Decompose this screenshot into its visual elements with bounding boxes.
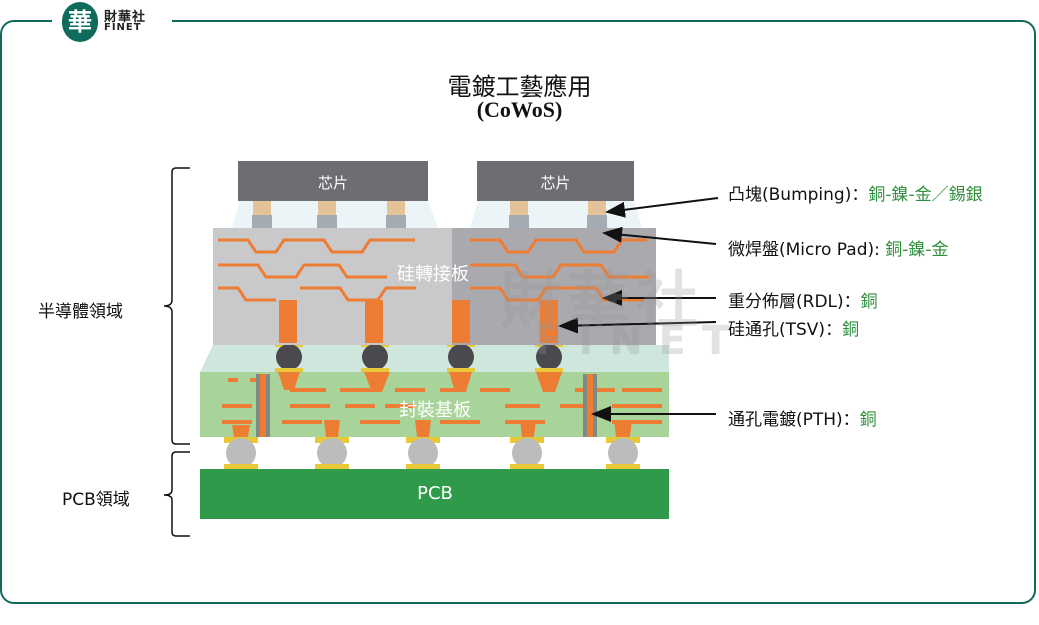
pth-vias — [256, 374, 597, 437]
substrate-bump-pads — [232, 372, 632, 437]
tsv — [365, 300, 383, 343]
callout-pth-label: 通孔電鍍(PTH)： — [728, 410, 860, 430]
region-pcb: PCB領域 — [62, 490, 130, 510]
callout-pth: 通孔電鍍(PTH)：銅 — [728, 405, 877, 430]
chip-right — [477, 161, 634, 201]
watermark-text-cn: 財華社 — [500, 264, 705, 337]
callout-tsv-label: 硅通孔(TSV)： — [728, 320, 843, 340]
solder-ball — [606, 437, 640, 469]
pth-via — [260, 374, 266, 437]
callout-micro-pad: 微焊盤(Micro Pad): 銅-鎳-金 — [728, 235, 949, 260]
region-semiconductor: 半導體領域 — [38, 302, 123, 322]
arrow-bumping — [605, 197, 719, 218]
tsv — [279, 300, 297, 343]
callout-rdl-value: 銅 — [860, 292, 878, 312]
finet-logo: 華 財華社 FINET — [52, 0, 172, 44]
callout-rdl: 重分佈層(RDL)：銅 — [728, 287, 878, 312]
callout-bumping: 凸塊(Bumping)：銅-鎳-金／錫銀 — [728, 180, 983, 205]
callout-bumping-value: 銅-鎳-金／錫銀 — [868, 185, 983, 205]
callout-arrows — [558, 197, 719, 422]
callout-micro-pad-value: 銅-鎳-金 — [885, 240, 949, 260]
chip-left-label: 芯片 — [317, 174, 348, 192]
logo-name-en: FINET — [104, 22, 142, 33]
solder-ball — [510, 437, 544, 469]
bottom-solder-balls — [224, 437, 640, 469]
callout-micro-pad-label: 微焊盤(Micro Pad): — [728, 240, 886, 260]
tsv — [452, 300, 470, 343]
solder-ball — [406, 437, 440, 469]
diagram-title: 電鍍工藝應用 — [447, 73, 592, 101]
pth-via — [587, 374, 593, 437]
pcb-brace — [163, 451, 190, 537]
solder-ball — [224, 437, 258, 469]
pcb-layer — [200, 469, 669, 519]
chip-right-label: 芯片 — [540, 174, 571, 192]
tsv — [540, 300, 558, 343]
pcb-label: PCB — [417, 483, 453, 504]
callout-tsv-value: 銅 — [842, 320, 860, 340]
callout-pth-value: 銅 — [859, 410, 877, 430]
substrate-label: 封裝基板 — [399, 400, 471, 421]
content-frame — [0, 20, 1036, 604]
arrow-tsv — [558, 317, 717, 334]
arrow-micro-pad — [602, 226, 717, 245]
solder-ball — [315, 437, 349, 469]
diagram-subtitle: (CoWoS) — [476, 97, 563, 122]
chip-left — [238, 161, 428, 201]
interposer-label: 硅轉接板 — [397, 264, 469, 285]
watermark-text-en: FINET — [535, 318, 746, 364]
semiconductor-brace — [163, 167, 190, 445]
logo-name-cn: 財華社 — [104, 10, 147, 25]
callout-tsv: 硅通孔(TSV)：銅 — [728, 315, 859, 340]
logo-badge: 華 — [62, 2, 98, 42]
tsv-vias — [279, 300, 558, 343]
callout-rdl-label: 重分佈層(RDL)： — [728, 292, 861, 312]
callout-bumping-label: 凸塊(Bumping)： — [728, 185, 869, 205]
